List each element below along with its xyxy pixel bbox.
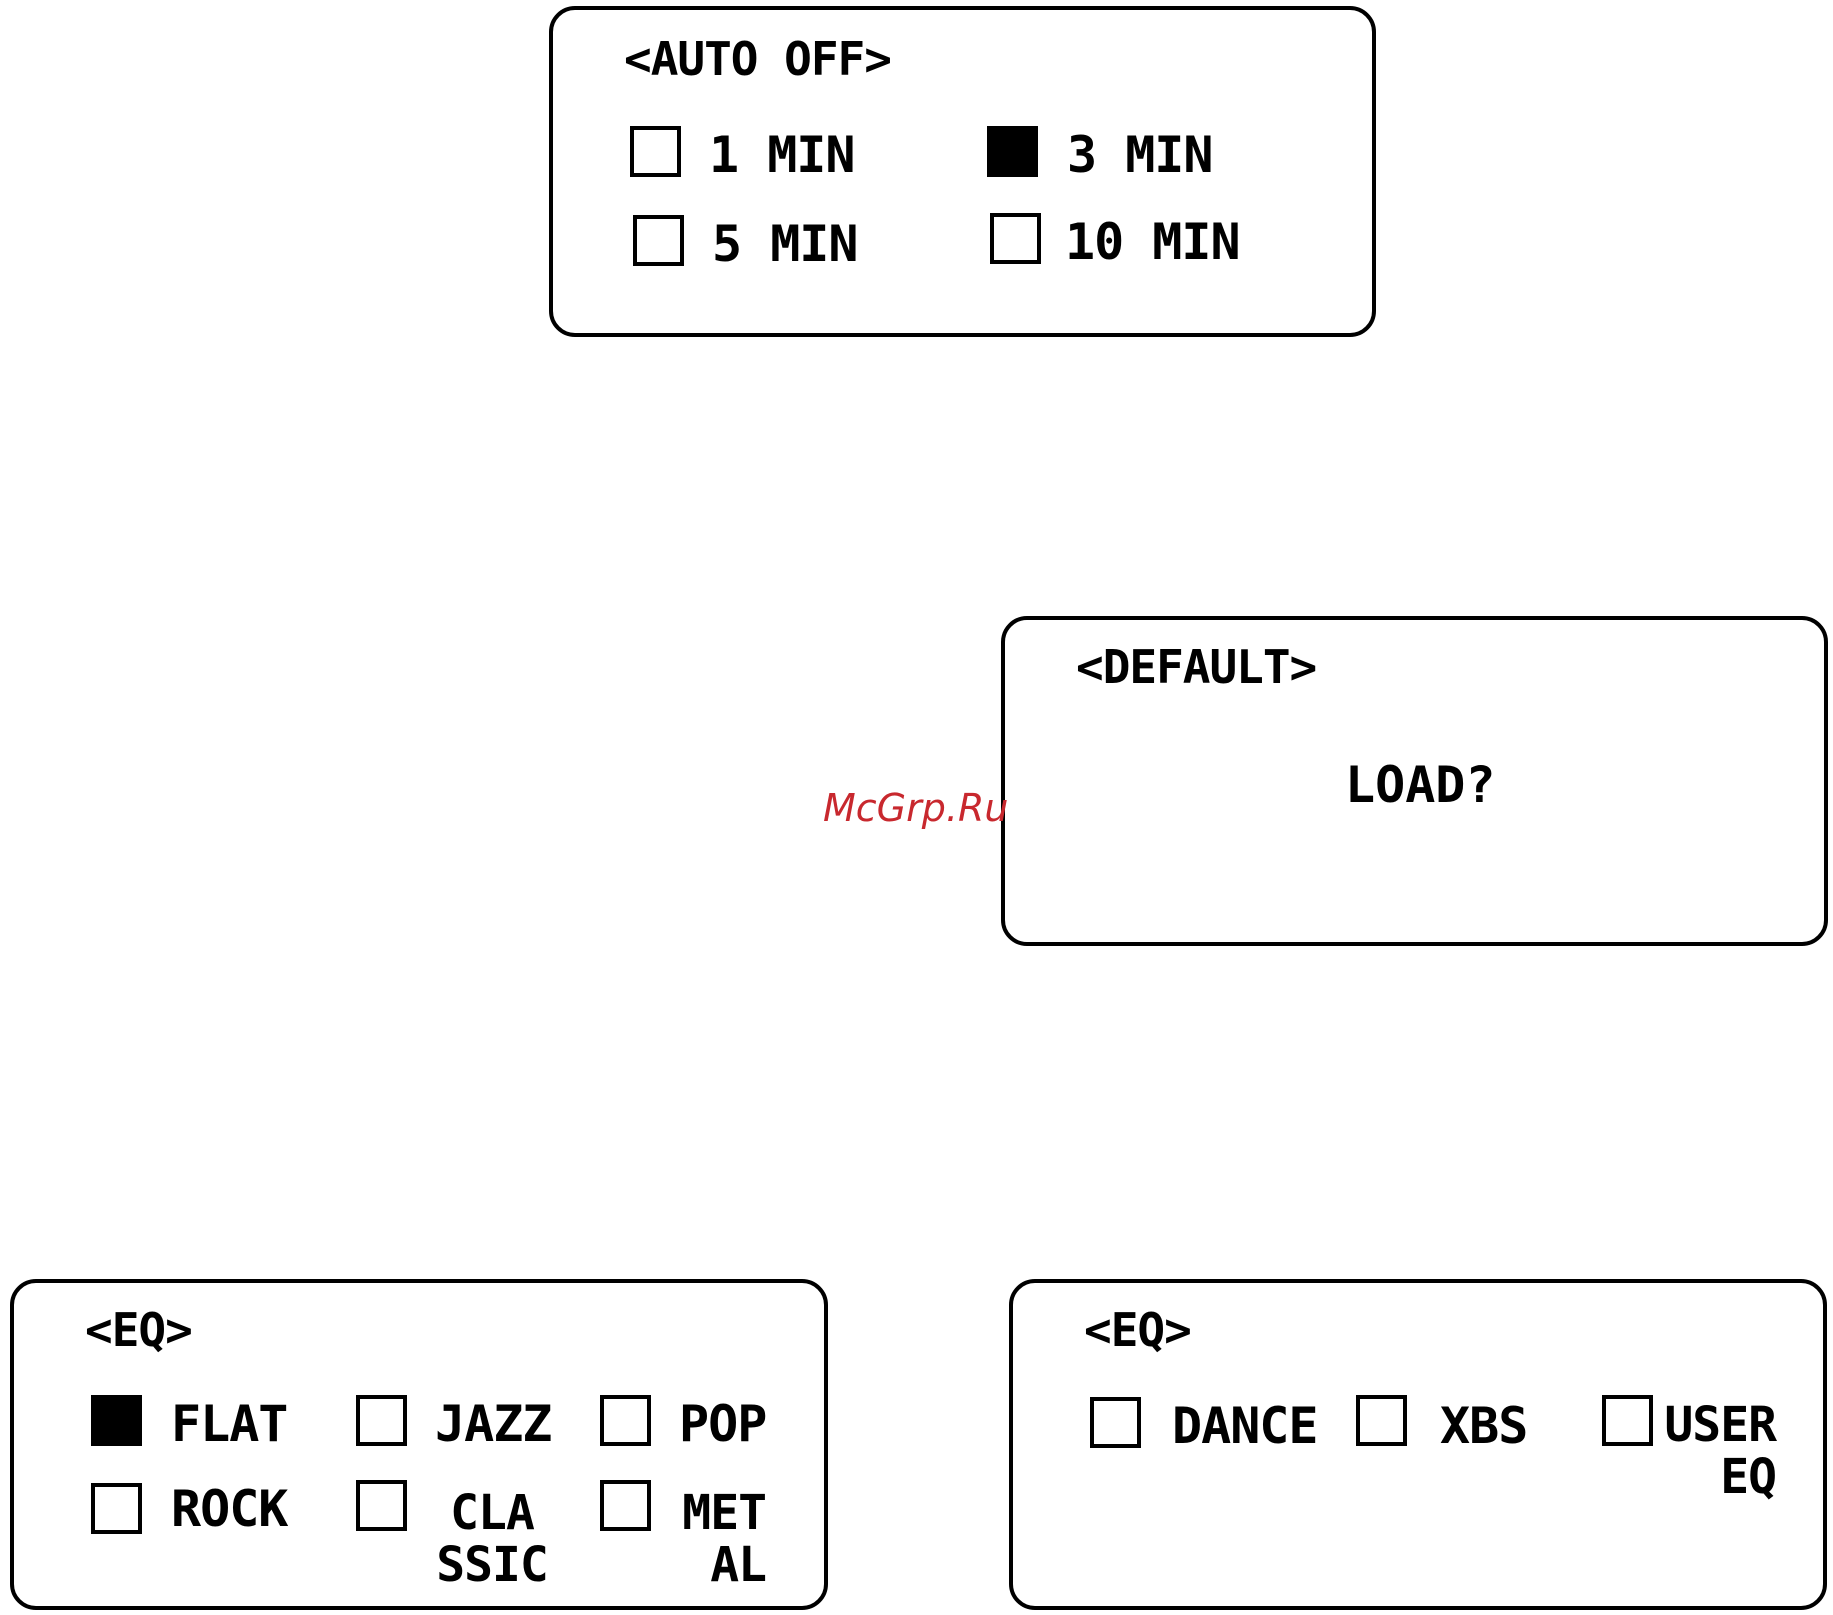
eq-2-title: <EQ>: [1084, 1307, 1191, 1353]
eq-jazz-checkbox[interactable]: [356, 1395, 407, 1446]
auto-off-title: <AUTO OFF>: [624, 36, 891, 82]
eq-metal-label: MET AL: [674, 1487, 766, 1591]
auto-off-10min-label: 10 MIN: [1065, 217, 1240, 267]
eq-dance-label: DANCE: [1172, 1401, 1318, 1451]
eq-pop-checkbox[interactable]: [600, 1395, 651, 1446]
eq-user-eq-checkbox[interactable]: [1602, 1395, 1653, 1446]
eq-user-eq-label: USER EQ: [1658, 1399, 1776, 1503]
auto-off-5min-label: 5 MIN: [712, 219, 858, 269]
load-prompt[interactable]: LOAD?: [1345, 760, 1496, 810]
auto-off-1min-checkbox[interactable]: [630, 126, 681, 177]
default-panel: <DEFAULT> LOAD?: [1001, 616, 1828, 946]
auto-off-panel: <AUTO OFF> 1 MIN 3 MIN 5 MIN 10 MIN: [549, 6, 1376, 337]
eq-jazz-label: JAZZ: [435, 1399, 551, 1449]
auto-off-3min-checkbox[interactable]: [987, 126, 1038, 177]
auto-off-3min-label: 3 MIN: [1067, 130, 1213, 180]
eq-xbs-label: XBS: [1440, 1401, 1527, 1451]
eq-1-title: <EQ>: [85, 1307, 192, 1353]
eq-flat-label: FLAT: [171, 1399, 287, 1449]
auto-off-5min-checkbox[interactable]: [633, 215, 684, 266]
watermark: McGrp.Ru: [823, 786, 1008, 830]
eq-panel-2: <EQ> DANCE XBS USER EQ: [1009, 1279, 1827, 1610]
auto-off-10min-checkbox[interactable]: [990, 213, 1041, 264]
default-title: <DEFAULT>: [1076, 644, 1316, 690]
eq-flat-checkbox[interactable]: [91, 1395, 142, 1446]
eq-pop-label: POP: [679, 1399, 766, 1449]
eq-panel-1: <EQ> FLAT JAZZ POP ROCK CLA SSIC MET AL: [10, 1279, 828, 1610]
auto-off-1min-label: 1 MIN: [709, 130, 855, 180]
eq-dance-checkbox[interactable]: [1090, 1397, 1141, 1448]
eq-xbs-checkbox[interactable]: [1356, 1395, 1407, 1446]
eq-metal-checkbox[interactable]: [600, 1480, 651, 1531]
eq-rock-label: ROCK: [171, 1484, 287, 1534]
eq-classic-label: CLA SSIC: [436, 1487, 548, 1591]
eq-classic-checkbox[interactable]: [356, 1480, 407, 1531]
eq-rock-checkbox[interactable]: [91, 1483, 142, 1534]
